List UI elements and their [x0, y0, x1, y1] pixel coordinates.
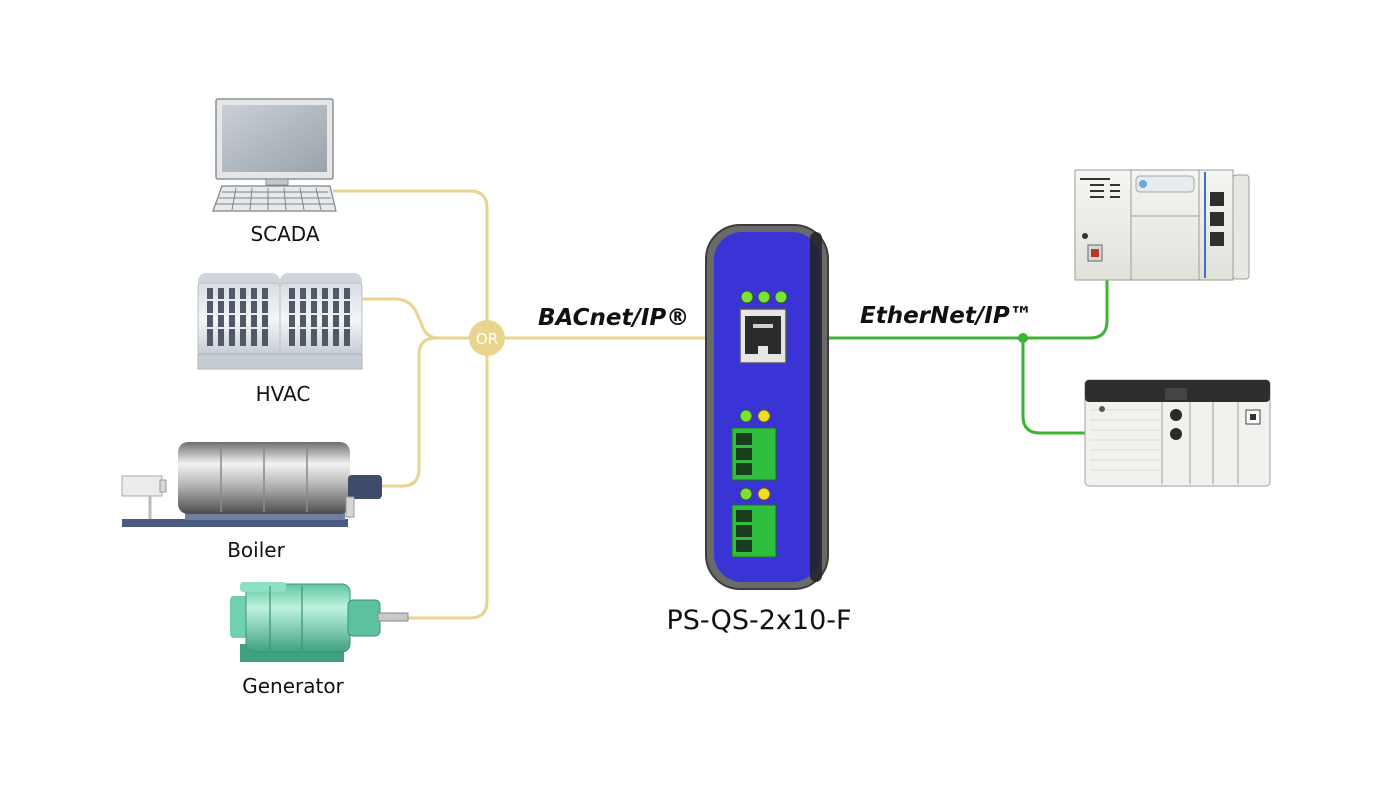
ethernet-junction-dot: [1018, 333, 1028, 343]
or-junction: OR: [469, 320, 505, 356]
controllogix-plc-icon: [1084, 379, 1271, 487]
gateway-led-row-mid: [739, 409, 771, 423]
compactlogix-plc-icon: [1074, 169, 1250, 281]
terminal-block-1-icon: [731, 427, 777, 481]
gateway-model-label: PS-QS-2x10-F: [666, 605, 851, 636]
terminal-block-2-icon: [731, 504, 777, 558]
ethernet-trunk: [826, 280, 1109, 340]
boiler-link: [382, 336, 487, 488]
generator-label: Generator: [242, 674, 344, 698]
generator-link: [408, 338, 489, 620]
gateway-device-icon: [705, 224, 829, 590]
hvac-unit-icon: [197, 273, 363, 370]
hvac-link: [360, 297, 487, 340]
scada-label: SCADA: [250, 222, 319, 246]
ethernet-port-icon: [739, 308, 787, 364]
generator-icon: [230, 582, 409, 662]
ethernet-protocol-label: EtherNet/IP™: [860, 303, 1033, 329]
bacnet-protocol-label: BACnet/IP®: [538, 305, 689, 331]
or-circle: [469, 320, 505, 356]
boiler-icon: [121, 442, 382, 527]
hvac-label: HVAC: [256, 382, 311, 406]
ethernet-branch: [1021, 338, 1086, 435]
ethernet-wiring: [826, 280, 1109, 435]
scada-link: [333, 189, 489, 338]
gateway-led-row-top: [740, 290, 788, 304]
scada-computer-icon: [212, 98, 337, 212]
or-label: OR: [476, 330, 498, 348]
gateway-led-row-low: [739, 487, 771, 501]
bacnet-wiring: [333, 189, 708, 620]
boiler-label: Boiler: [227, 538, 285, 562]
